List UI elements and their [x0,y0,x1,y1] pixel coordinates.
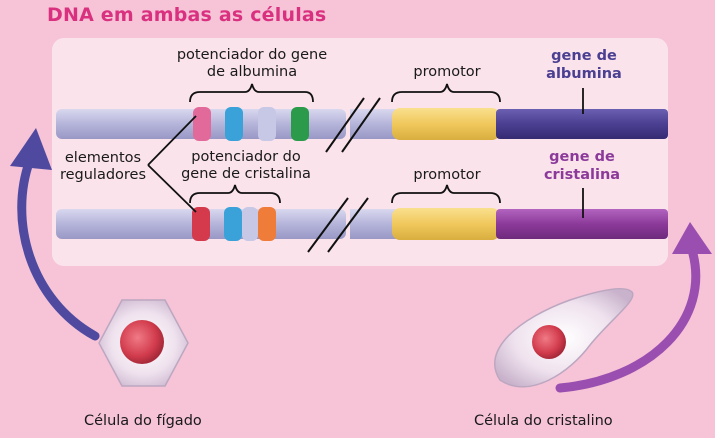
crystallin-enhancer-label-line2: gene de cristalina [181,166,311,182]
promoter-top [392,108,500,140]
lens-cell [494,287,634,388]
crystallin-enhancer-label-line1: potenciador do [191,149,301,165]
albumin-enhancer-label-line1: potenciador do gene [176,47,328,63]
regulatory-elements-label: elementos reguladores [58,150,148,184]
dna-strand-lens [56,207,668,241]
albumin-enhancer-green [291,107,309,141]
page-title: DNA em ambas as células [47,4,327,26]
promoter-label-top: promotor [413,64,481,80]
regulatory-pointer-bottom [147,164,197,213]
crystallin-enhancer-brace [189,184,281,204]
crystallin-gene-label-line1: gene de [549,149,615,165]
promoter-brace-top [391,83,501,103]
lens-nucleus [532,325,566,359]
albumin-enhancer-lavender [258,107,276,141]
crystallin-gene-label: gene de cristalina [532,148,632,184]
break-mark [327,197,369,253]
promoter-label-bottom: promotor [413,167,481,183]
promoter-brace-bottom [391,184,501,204]
lens-arrow-head [672,222,712,254]
break-mark [341,97,381,153]
albumin-gene-label-line2: albumina [546,66,622,82]
crystallin-gene-bar [496,209,668,239]
regulatory-elements-label-line1: elementos [64,150,142,166]
liver-arrow [17,155,100,341]
crystallin-enhancer-label: potenciador do gene de cristalina [164,149,328,183]
albumin-enhancer-pink [193,107,211,141]
albumin-gene-bar [496,109,668,139]
crystallin-gene-label-line2: cristalina [543,167,621,183]
albumin-enhancer-blue [225,107,243,141]
liver-arrow-head [10,128,52,170]
liver-cell [98,299,189,387]
albumin-gene-label-line1: gene de [551,48,617,64]
break-mark [325,97,365,153]
crystallin-enhancer-red [192,207,210,241]
promoter-bottom [392,208,500,240]
crystallin-enhancer-lavender [242,207,258,241]
regulatory-pointer-top [147,115,197,166]
albumin-enhancer-label: potenciador do gene de albumina [164,47,340,81]
crystallin-enhancer-orange [258,207,276,241]
lens-cell-label: Célula do cristalino [474,413,613,429]
albumin-gene-label: gene de albumina [536,47,632,83]
dna-strand-liver [56,107,668,141]
crystallin-enhancer-blue [224,207,242,241]
regulatory-elements-label-line2: reguladores [59,167,147,183]
albumin-enhancer-brace [189,83,314,103]
liver-nucleus [120,320,164,364]
liver-cell-label: Célula do fígado [84,413,202,429]
break-mark [307,197,349,253]
lens-arrow [555,245,701,393]
albumin-enhancer-label-line2: de albumina [206,64,298,80]
